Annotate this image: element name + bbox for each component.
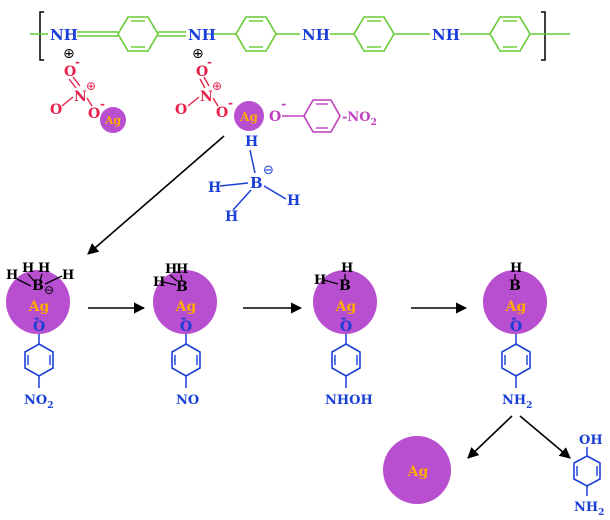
product-ring <box>573 455 601 487</box>
svg-text:H: H <box>245 134 258 150</box>
svg-text:H: H <box>287 193 300 209</box>
svg-text:O: O <box>340 319 352 335</box>
free-ag-sphere <box>100 107 126 133</box>
aminophenol-product: OH NH2 <box>573 433 604 518</box>
stage-1: Ag H H H H B ⊖ O - NO2 <box>6 261 74 411</box>
stage-2-ag-sphere <box>153 270 217 334</box>
stage-2-group: NO <box>176 393 199 408</box>
stage-2: Ag H H H B O - NO <box>153 262 217 408</box>
stage-2-boron: B <box>176 279 188 295</box>
stage-3: Ag H H B O - NHOH <box>313 261 377 408</box>
svg-text:-: - <box>181 311 186 326</box>
svg-text:H: H <box>225 209 238 225</box>
benzenoid-ring-2 <box>353 16 395 52</box>
svg-text:⊕: ⊕ <box>86 79 96 93</box>
release-arrow-ag <box>467 415 513 459</box>
stage-4-boron: B <box>509 278 521 294</box>
stage-2-ag-label: Ag <box>175 299 197 315</box>
adsorption-arrow <box>87 135 225 255</box>
svg-text:-: - <box>228 96 233 110</box>
svg-text:⊖: ⊖ <box>263 163 274 178</box>
stage-1-ag-label: Ag <box>28 299 50 315</box>
svg-text:-: - <box>75 55 80 69</box>
svg-text:O: O <box>33 319 45 335</box>
svg-text:O: O <box>196 64 208 80</box>
svg-text:O: O <box>175 102 187 118</box>
stage-3-ag-sphere <box>313 270 377 334</box>
nitrate-ion-2: O - N ⊕ O O - <box>175 55 233 121</box>
polyaniline-chain: NH ⊕ NH ⊕ NH NH <box>30 11 570 62</box>
stage-4-group: NH2 <box>502 393 532 411</box>
phenolate-oxygen: O <box>269 109 281 125</box>
released-ag-sphere <box>383 436 451 504</box>
product-nh2: NH2 <box>574 500 604 518</box>
svg-text:⊕: ⊕ <box>212 79 222 93</box>
free-ag-label: Ag <box>104 114 122 127</box>
svg-text:H: H <box>38 261 50 276</box>
svg-text:H: H <box>165 262 177 277</box>
svg-text:O: O <box>50 102 62 118</box>
phenolate-charge: - <box>281 97 286 112</box>
svg-text:H: H <box>22 261 34 276</box>
polymer-nh-4: NH <box>432 26 460 44</box>
polymer-plus-1: ⊕ <box>63 46 75 62</box>
svg-text:O: O <box>88 106 100 122</box>
benzenoid-ring-3 <box>489 16 531 52</box>
svg-text:O: O <box>510 319 522 335</box>
stage-3-ag-label: Ag <box>335 299 357 315</box>
svg-text:H: H <box>176 262 188 277</box>
svg-text:⊖: ⊖ <box>44 283 54 297</box>
benzenoid-ring-1 <box>235 16 277 52</box>
svg-text:H: H <box>153 275 165 290</box>
svg-text:H: H <box>314 273 326 288</box>
svg-text:H: H <box>62 268 74 283</box>
svg-text:-: - <box>100 97 105 111</box>
svg-text:H: H <box>341 261 353 276</box>
phenolate-nitro: -NO2 <box>342 110 377 128</box>
svg-text:-: - <box>207 55 212 69</box>
stage-3-boron: B <box>339 278 351 294</box>
svg-text:H: H <box>510 261 522 276</box>
product-oh: OH <box>579 433 603 448</box>
stage-3-group: NHOH <box>325 393 373 408</box>
bound-ag-label: Ag <box>239 110 258 124</box>
bound-ag-sphere <box>234 101 264 131</box>
svg-text:B: B <box>250 174 263 192</box>
quinoid-ring <box>117 16 159 52</box>
release-arrow-product <box>519 415 571 459</box>
polymer-plus-2: ⊕ <box>192 46 204 62</box>
stage-1-ag-sphere <box>6 270 70 334</box>
svg-text:-: - <box>511 311 516 326</box>
svg-text:H: H <box>208 180 221 196</box>
stage-4: Ag H B O - NH2 <box>483 261 547 411</box>
borohydride-ion: H B ⊖ H H H <box>208 134 300 225</box>
svg-text:-: - <box>34 311 39 326</box>
stage-4-ag-sphere <box>483 270 547 334</box>
svg-text:N: N <box>74 89 87 105</box>
left-bracket <box>39 11 44 61</box>
phenolate-ring <box>303 99 341 133</box>
svg-text:O: O <box>216 105 228 121</box>
stage-4-ag-label: Ag <box>505 299 527 315</box>
svg-text:-: - <box>341 311 346 326</box>
polymer-nh-3: NH <box>302 26 330 44</box>
svg-text:H: H <box>6 268 18 283</box>
polymer-nh-1: NH <box>50 26 78 44</box>
svg-text:O: O <box>64 64 76 80</box>
stage-1-boron: B <box>32 278 44 294</box>
right-bracket <box>541 11 546 61</box>
svg-text:O: O <box>180 319 192 335</box>
svg-text:N: N <box>200 89 213 105</box>
nitrate-ion-1: O - N ⊕ O O - <box>50 55 105 122</box>
stage-1-group: NO2 <box>24 393 53 411</box>
released-ag-label: Ag <box>407 464 429 480</box>
polymer-nh-2: NH <box>188 26 216 44</box>
